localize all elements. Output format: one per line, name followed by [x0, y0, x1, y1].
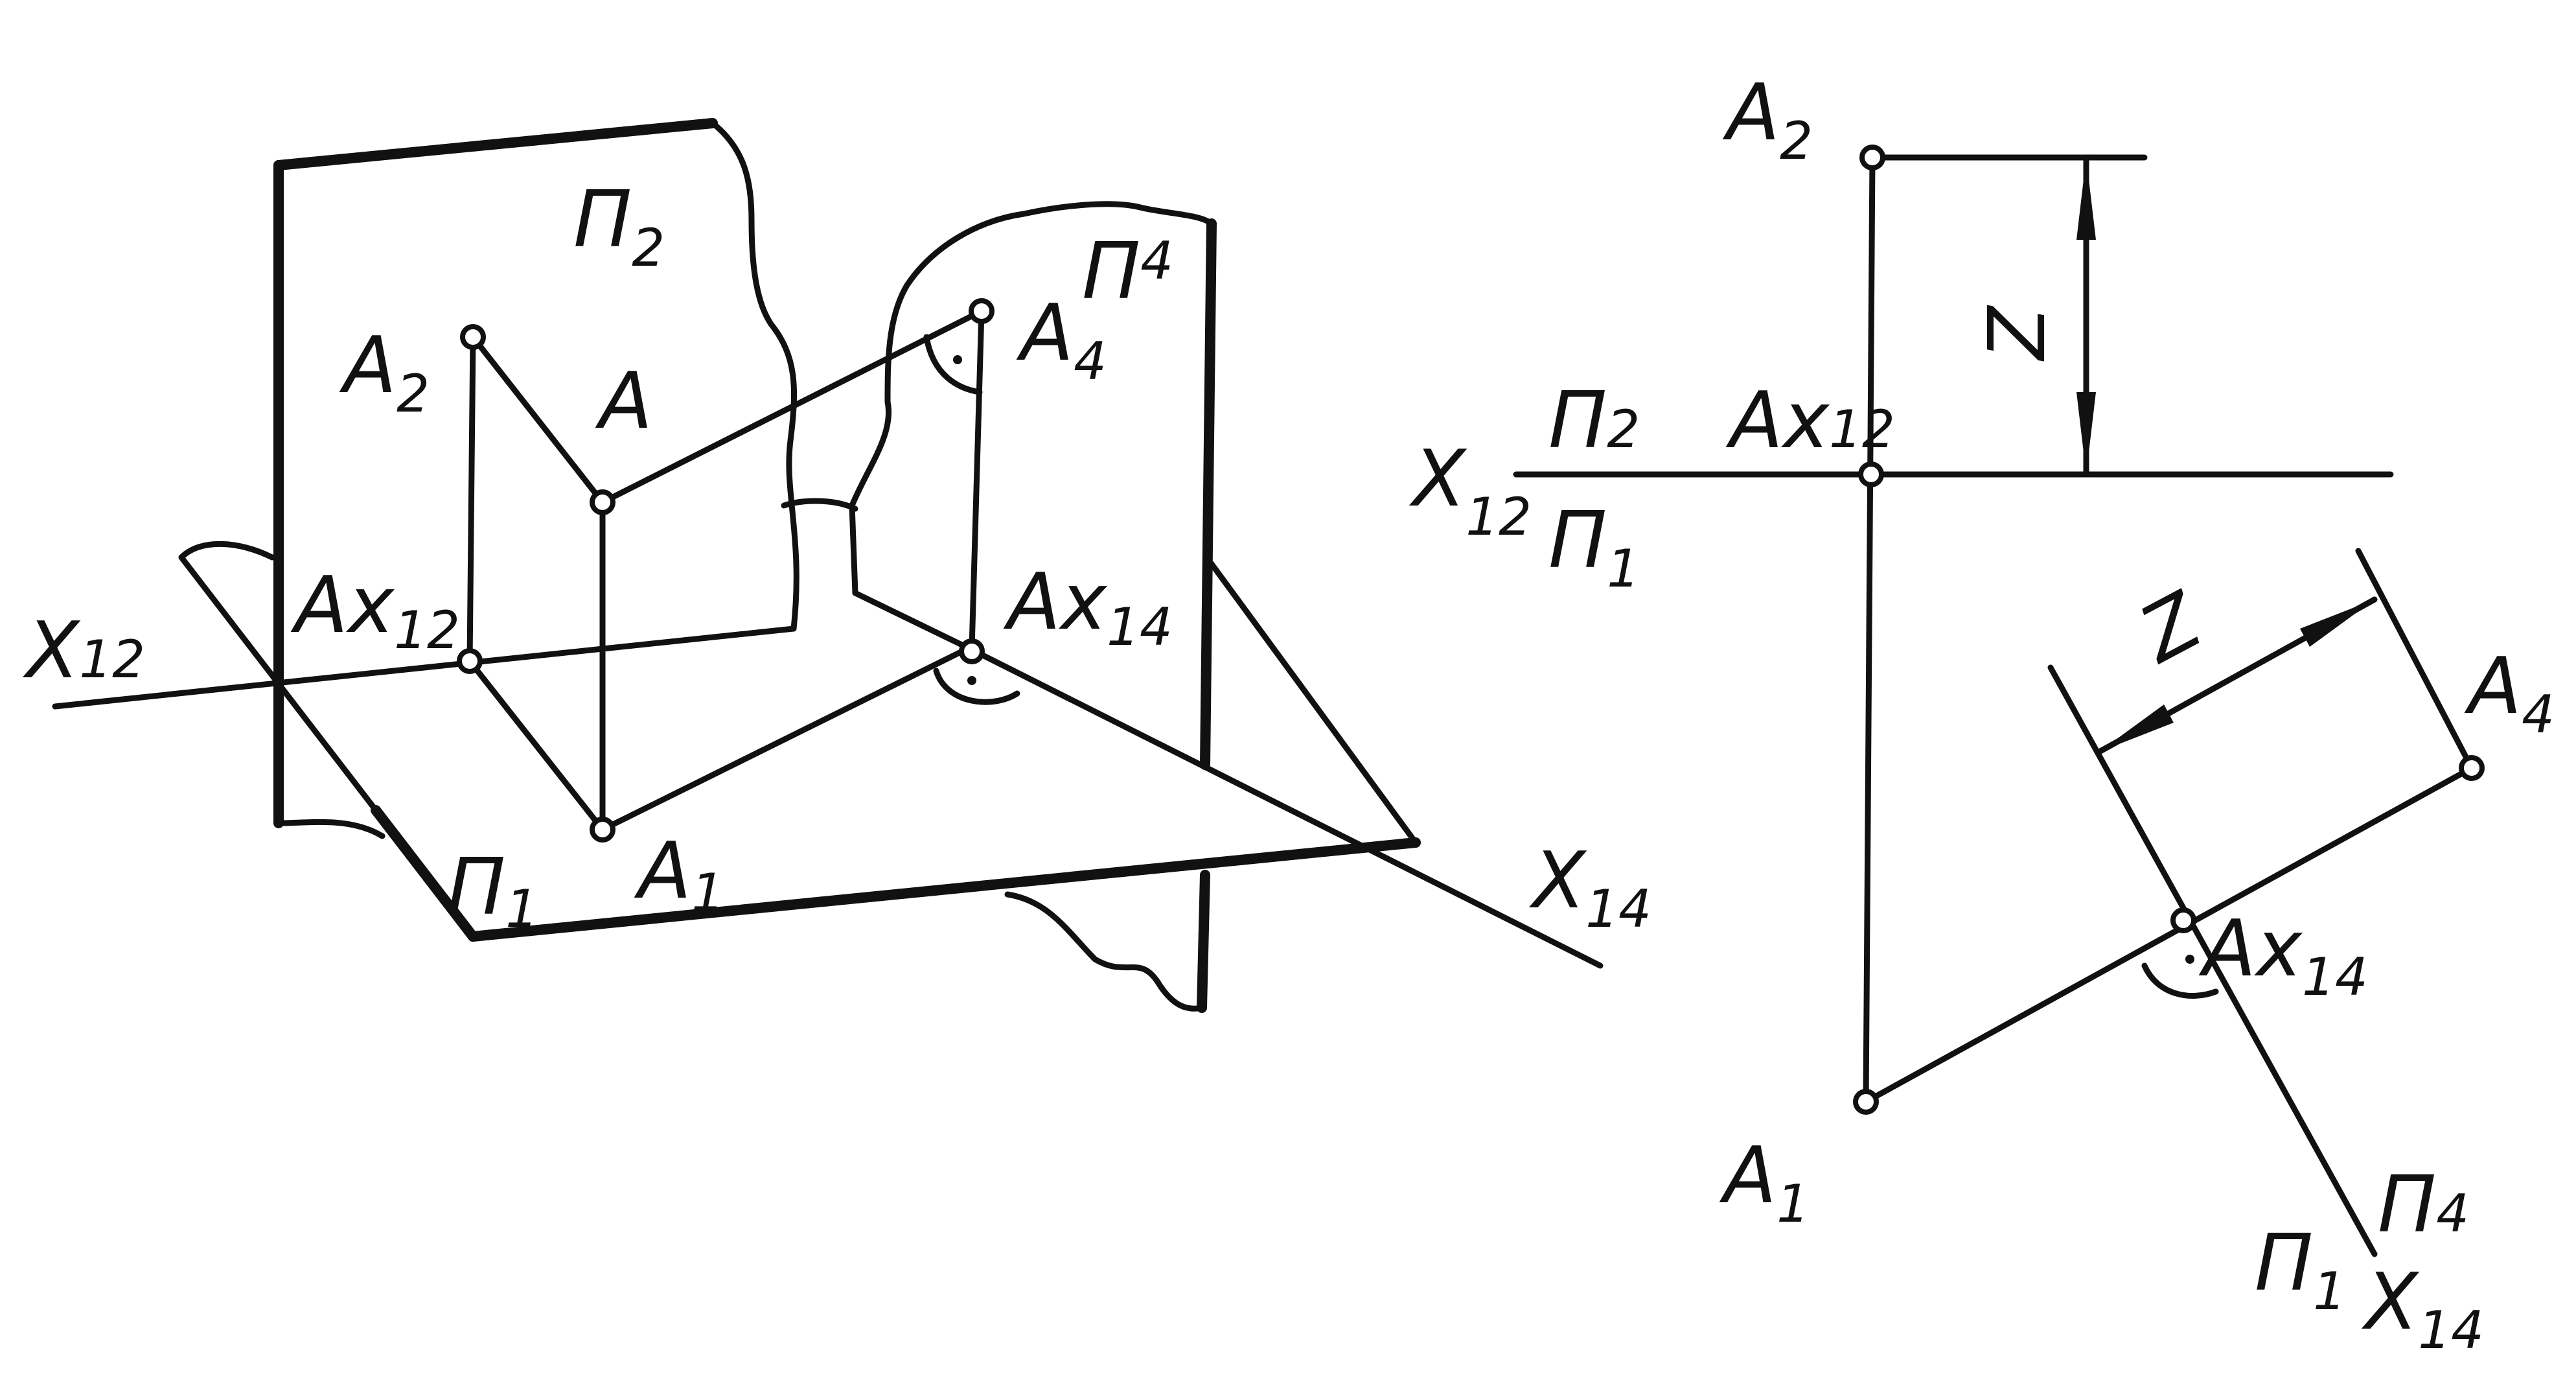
epure-label-X12: X12	[1409, 434, 1532, 547]
plane-p1-back-break	[178, 541, 275, 561]
epure-label-pi1b: П1	[2255, 1218, 2346, 1322]
plane-p4-top-break	[849, 201, 1215, 509]
epure-point-Ax14	[2170, 907, 2196, 933]
epure-point-A1	[1853, 1089, 1879, 1115]
plane-p4-lower-break	[1004, 891, 1205, 1012]
label-Ax12: Ax12	[290, 561, 460, 660]
epure-label-pi2: П2	[1548, 376, 1640, 466]
label-Ax14: Ax14	[1003, 557, 1173, 657]
label-A: A	[595, 356, 652, 447]
epure-right-angle-arc	[2141, 962, 2219, 999]
arrowhead-right	[2300, 600, 2375, 647]
plane-p2-break-edge	[709, 120, 799, 632]
line-A4-Ax14	[969, 308, 985, 651]
plane-p4-right-edge	[1200, 218, 1217, 770]
point-A2	[460, 324, 486, 350]
epure-label-A4: A4	[2464, 642, 2555, 745]
epure-axis-x14	[2047, 664, 2378, 1257]
line-A2-Ax12	[466, 334, 476, 664]
right-angle-arc-Ax14	[933, 668, 1020, 705]
right-angle-dot-A4	[953, 355, 962, 364]
line-A2-A	[470, 334, 606, 506]
epure-label-dimension-vertical: Z	[1973, 305, 2063, 362]
arrowhead-down	[2076, 392, 2096, 474]
epure-label-A2: A2	[1722, 68, 1813, 171]
label-pi2: П2	[573, 175, 665, 278]
epure-label-X14: X14	[2361, 1257, 2484, 1360]
plane-p2-top-edge	[273, 118, 718, 170]
plane-p1-left-bold	[371, 805, 478, 942]
line-Ax12-A1	[466, 658, 606, 833]
epure-label-Ax12: Ax12	[1725, 376, 1895, 466]
plane-p4-bottom-diag	[1208, 561, 1419, 846]
point-A	[590, 489, 615, 515]
plane-p4-lower-edge	[1197, 870, 1210, 1013]
epure-label-dimension-inclined: Z	[2124, 575, 2217, 681]
point-A1	[590, 817, 615, 843]
epure-label-pi4: П4	[2378, 1160, 2469, 1250]
epure-extension-A4	[2355, 548, 2475, 771]
epure-point-A4	[2459, 755, 2485, 781]
label-A1: A1	[634, 826, 724, 923]
epure-link-A1-A4	[1863, 765, 2475, 1105]
right-angle-dot-Ax14	[967, 676, 976, 685]
label-pi1: П1	[447, 843, 538, 939]
epure-view: A2 П2 П1 X12 Ax12 Z Z A4 Ax14 A1 П4 П1 X…	[1409, 68, 2555, 1360]
epure-link-A2-A1	[1863, 154, 1876, 1105]
label-A4: A4	[1016, 288, 1107, 391]
epure-point-A2	[1859, 145, 1885, 170]
plane-p4-left-edge	[849, 502, 858, 596]
plane-p2-bottom-break	[275, 819, 385, 839]
label-X14: X14	[1528, 836, 1651, 939]
line-A-A4	[599, 308, 985, 506]
line-p4-inner	[852, 590, 972, 651]
arrowhead-left	[2099, 704, 2174, 752]
spatial-view: П2 A2 A A4 П4 Ax12 Ax14 X12 X14 П1 A1	[22, 118, 1651, 1013]
label-pi4: П4	[1082, 227, 1173, 317]
epure-right-angle-dot	[2185, 955, 2194, 964]
axis-x14	[965, 645, 1604, 969]
label-A2: A2	[339, 321, 430, 424]
line-A1-Ax14	[599, 645, 972, 833]
epure-label-pi1: П1	[1548, 496, 1640, 599]
epure-point-Ax12	[1858, 461, 1884, 487]
epure-label-Ax14: Ax14	[2198, 904, 2368, 1007]
arrowhead-up	[2076, 157, 2096, 240]
angle-arc-p2-p4	[781, 498, 858, 512]
label-X12: X12	[22, 606, 145, 696]
right-angle-arc-A4	[923, 334, 983, 395]
point-A4	[969, 298, 995, 324]
epure-label-A1: A1	[1719, 1131, 1810, 1234]
plane-p1-front-edge	[468, 837, 1421, 942]
point-Ax14	[959, 638, 985, 664]
point-Ax12	[457, 648, 483, 674]
axis-x12	[52, 625, 797, 710]
